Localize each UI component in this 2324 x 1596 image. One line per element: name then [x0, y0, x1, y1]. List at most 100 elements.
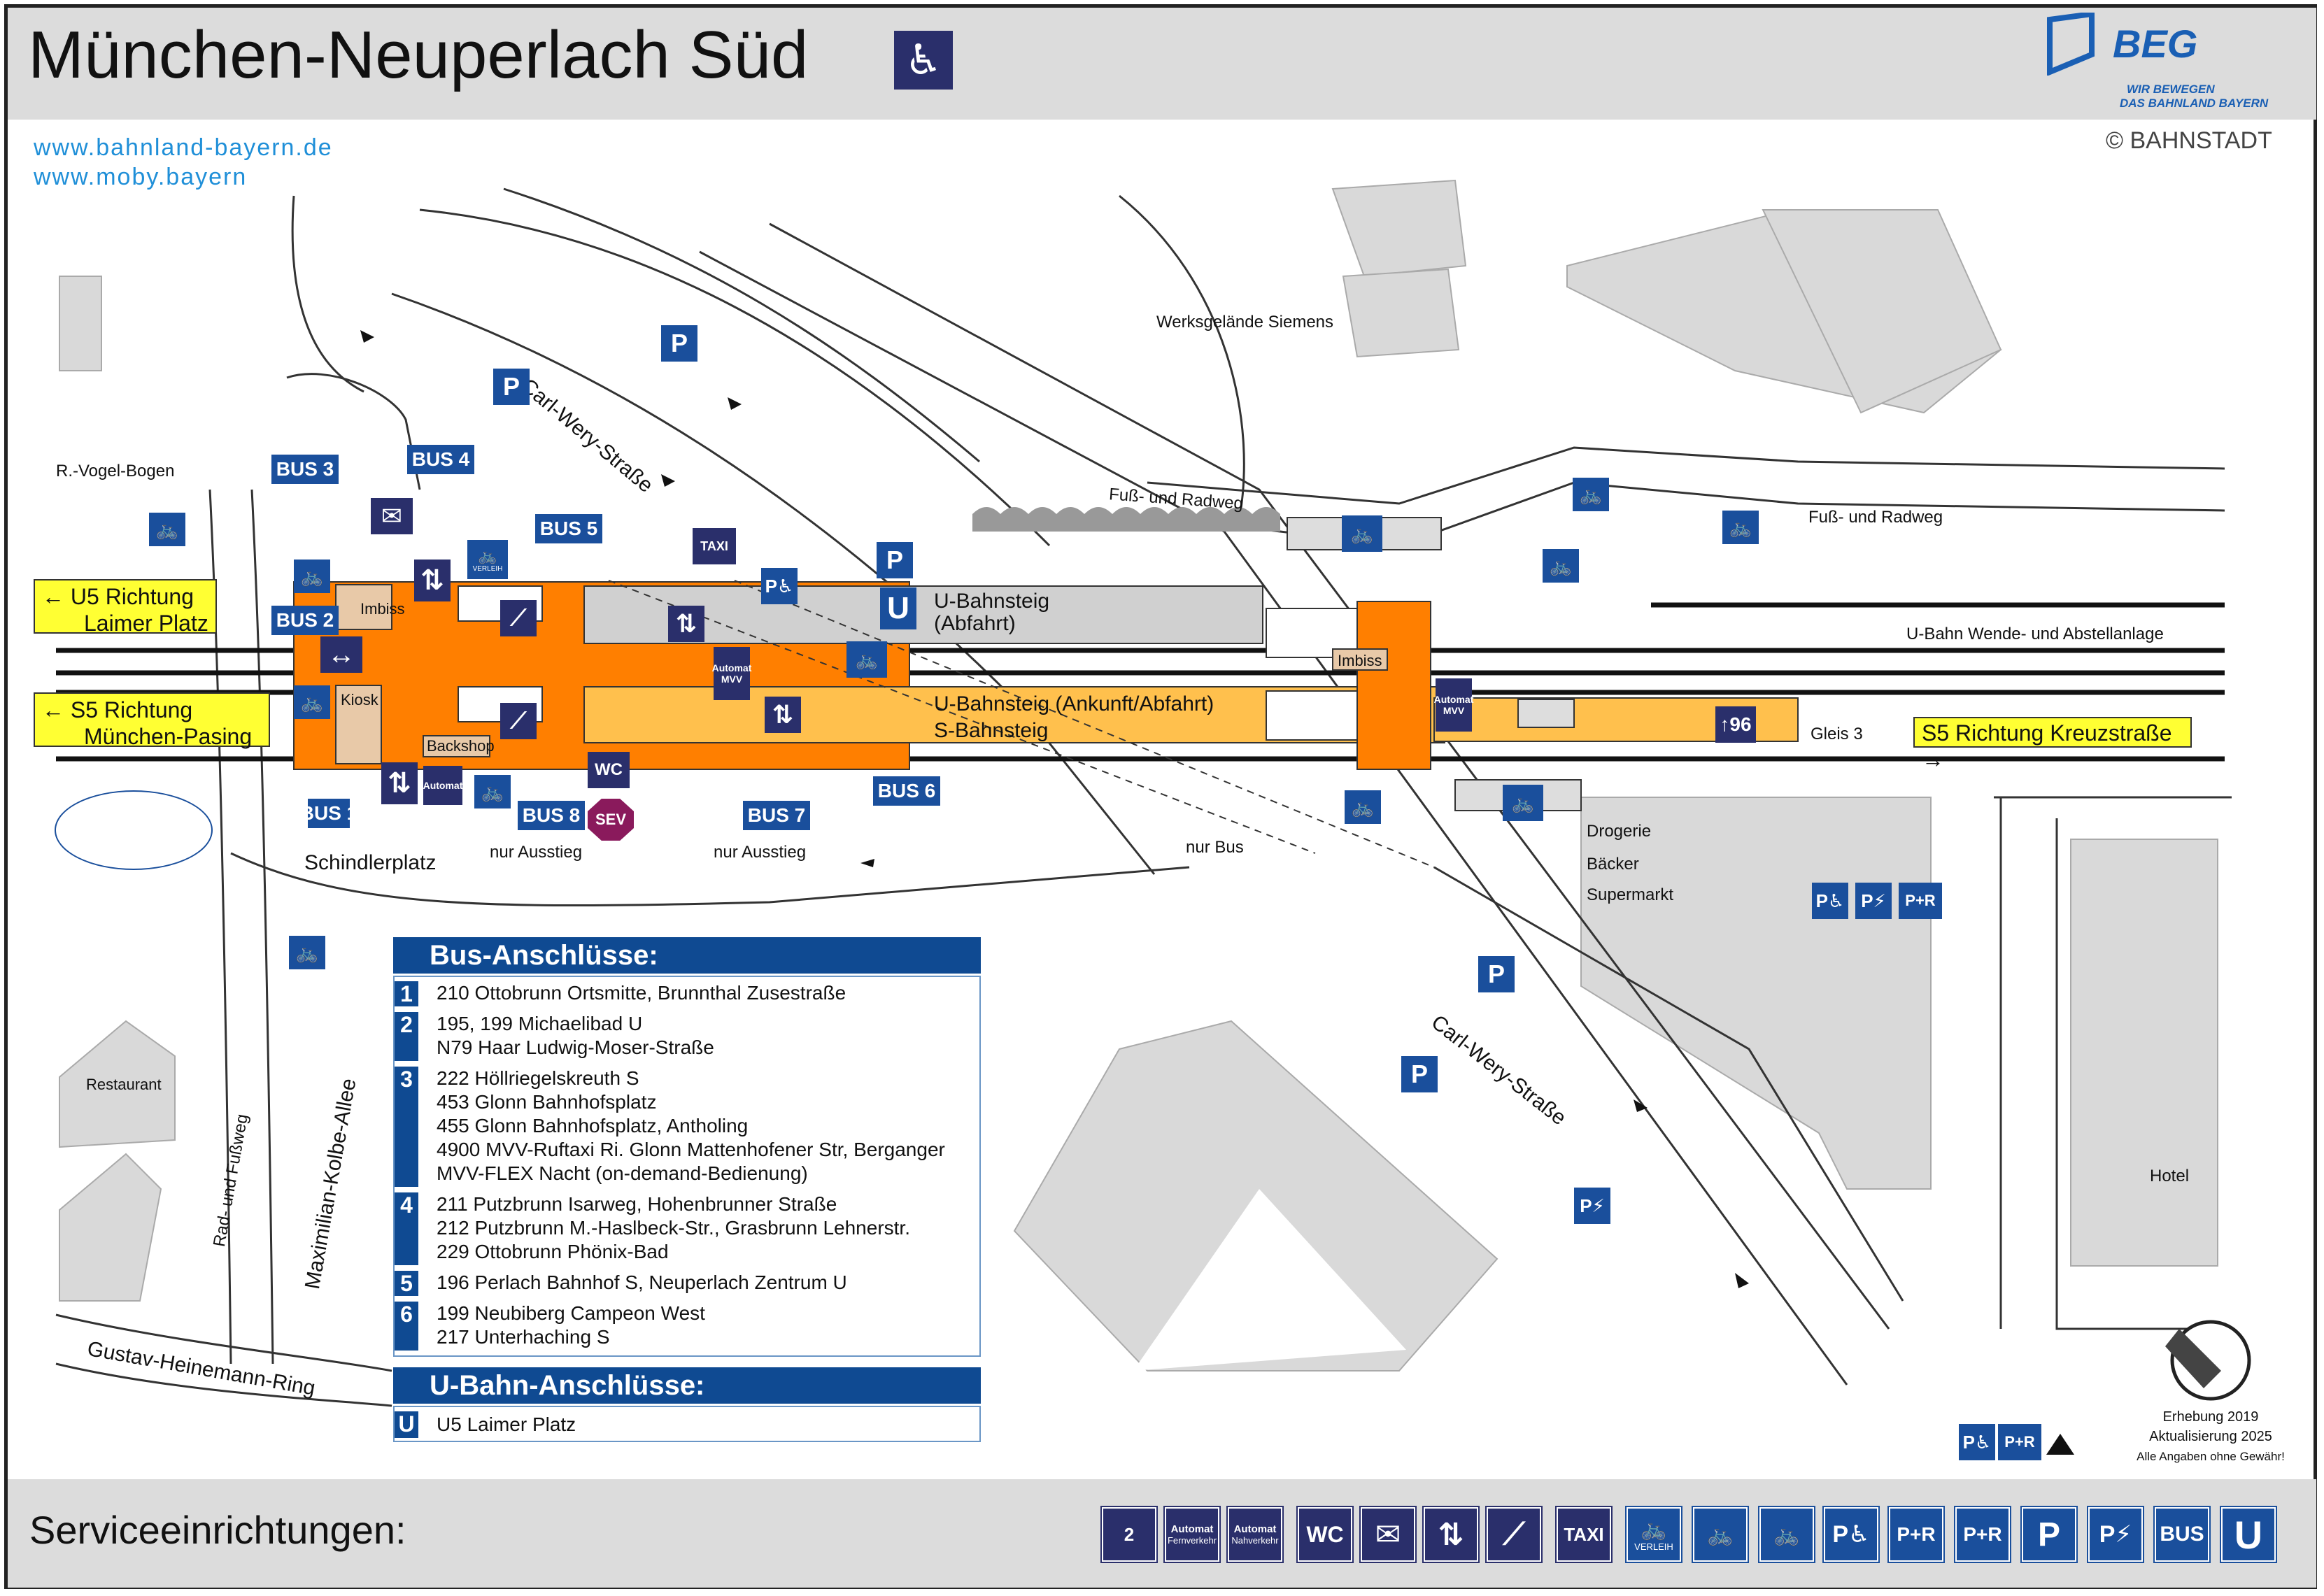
bike-rental-icon: 🚲VERLEIH — [467, 540, 508, 579]
bus-row-text: 211 Putzbrunn Isarweg, Hohenbrunner Stra… — [437, 1193, 910, 1262]
automat-label: Automat — [711, 662, 752, 674]
bike-box-icon: 🚲 — [294, 560, 330, 593]
elevator-icon: ⇅ — [668, 606, 704, 642]
automat-label: Automat — [423, 780, 463, 791]
ticket-machine-icon: 2 — [1100, 1506, 1158, 1563]
bus-stop-8[interactable]: BUS 8 — [518, 801, 585, 830]
s5-west-direction-box: ← S5 Richtung München-Pasing — [34, 692, 270, 749]
label-schindlerplatz: Schindlerplatz — [304, 851, 437, 874]
taxi-icon: TAXI — [693, 528, 736, 564]
s5-east-direction-box: S5 Richtung Kreuzstraße → — [1913, 717, 2192, 772]
accessible-parking-icon: P♿ — [1812, 883, 1848, 919]
mvv-label: MVV — [1443, 705, 1465, 716]
park-and-ride-icon: P+R — [1899, 883, 1942, 919]
bike-rental-icon: 🚲VERLEIH — [1625, 1506, 1682, 1563]
bus-stop-7[interactable]: BUS 7 — [743, 801, 810, 830]
label-backshop: Backshop — [427, 737, 495, 755]
bus-stop-5[interactable]: BUS 5 — [535, 514, 602, 543]
track-96-number: 96 — [1729, 713, 1752, 735]
bike-box-icon: 🚲 — [846, 641, 887, 678]
ubahn-table-row-1: U U5 Laimer Platz — [395, 1411, 981, 1438]
verleih-label: VERLEIH — [472, 564, 503, 573]
url-bahnland[interactable]: www.bahnland-bayern.de — [34, 134, 333, 161]
label-gleis-3: Gleis 3 — [1811, 725, 1863, 743]
parking-icon: P — [2020, 1506, 2078, 1563]
elevator-icon: ⇅ — [381, 762, 418, 804]
escalator-icon: ⟋ — [500, 600, 537, 636]
s5-west-line2: München-Pasing — [84, 724, 253, 749]
bike-parking-icon: 🚲 — [1543, 549, 1579, 583]
bus-stop-4[interactable]: BUS 4 — [407, 445, 474, 474]
bus-stop-2-number: 2 — [323, 609, 334, 631]
bus-row-number: 1 — [395, 981, 418, 1006]
bike-parking-icon: 🚲 — [474, 775, 511, 808]
ubahn-row-text: U5 Laimer Platz — [437, 1413, 576, 1435]
bike-parking-icon: 🚲 — [289, 936, 325, 969]
park-and-ride-icon: P+R — [1954, 1506, 2011, 1563]
beg-tagline-1: WIR BEWEGEN — [2127, 83, 2215, 96]
label-drogerie: Drogerie — [1587, 822, 1652, 841]
parking-icon: P — [1478, 956, 1515, 992]
bus-stop-6[interactable]: BUS 6 — [873, 776, 940, 806]
u5-direction-line1: ← U5 Richtung — [42, 584, 194, 609]
track-96-icon: ↑96 — [1715, 706, 1756, 743]
label-fuss-rad-2: Fuß- und Radweg — [1808, 508, 1943, 527]
bus-row-number: 6 — [395, 1302, 418, 1351]
bus-table-row-2: 2 195, 199 Michaelibad U N79 Haar Ludwig… — [395, 1012, 981, 1061]
label-u-bahnsteig-ankunft: U-Bahnsteig (Ankunft/Abfahrt) — [934, 692, 1214, 715]
label-nur-ausstieg-2: nur Ausstieg — [714, 843, 807, 862]
label-vogel-bogen: R.-Vogel-Bogen — [56, 462, 175, 480]
footer-title: Serviceeinrichtungen: — [29, 1508, 406, 1552]
elevator-icon: ⇅ — [1422, 1506, 1480, 1563]
bike-box-icon: 🚲 — [1692, 1506, 1749, 1563]
parking-icon: P — [1401, 1056, 1438, 1092]
bus-stop-1-number: 1 — [346, 802, 358, 824]
wc-icon: WC — [1296, 1506, 1354, 1563]
bus-stop-1[interactable]: BUS 1 — [300, 799, 357, 828]
bus-stop-6-number: 6 — [924, 780, 936, 801]
bus-stop-2[interactable]: BUS 2 — [271, 606, 339, 635]
bus-stop-5-number: 5 — [586, 518, 598, 539]
wheelchair-icon: ♿ — [894, 31, 953, 90]
park-and-ride-covered-icon: P+R — [1887, 1506, 1945, 1563]
park-and-ride-icon: P+R — [1998, 1424, 2041, 1460]
building-siemens-1 — [1331, 179, 1467, 278]
bike-box-icon: 🚲 — [1342, 515, 1382, 552]
bus-row-text: 222 Höllriegelskreuth S 453 Glonn Bahnho… — [437, 1067, 945, 1184]
survey-line-2: Aktualisierung 2025 — [2149, 1429, 2272, 1444]
parking-icon: P — [661, 325, 697, 362]
ev-charging-icon: P⚡ — [1855, 883, 1892, 919]
mvv-label: MVV — [721, 674, 743, 685]
bus-row-number: 4 — [395, 1192, 418, 1265]
label-u-bahnsteig-abfahrt-1: U-Bahnsteig — [934, 590, 1050, 613]
wc-icon: WC — [588, 752, 630, 788]
bus-row-number: 5 — [395, 1271, 418, 1296]
label-kiosk: Kiosk — [341, 691, 378, 708]
bus-row-text: 195, 199 Michaelibad U N79 Haar Ludwig-M… — [437, 1013, 714, 1058]
ubahn-row-number: U — [395, 1411, 418, 1438]
bus-stop-3[interactable]: BUS 3 — [271, 455, 339, 484]
label-restaurant: Restaurant — [86, 1076, 162, 1093]
bus-stop-7-number: 7 — [794, 804, 806, 826]
bike-box-icon: 🚲 — [294, 685, 330, 719]
kiosk-services-legend — [55, 790, 213, 870]
bus-stop-3-number: 3 — [323, 458, 334, 480]
ubahn-table: U U5 Laimer Platz — [393, 1406, 981, 1442]
label-werksgelaende: Werksgelände Siemens — [1156, 313, 1334, 332]
bike-parking-icon: 🚲 — [1345, 790, 1381, 824]
survey-line-3: Alle Angaben ohne Gewähr! — [2137, 1450, 2285, 1463]
elevator-icon: ⇅ — [414, 560, 451, 601]
copyright: © BAHNSTADT — [2106, 127, 2272, 154]
mail-icon: ✉ — [1359, 1506, 1417, 1563]
accessible-parking-icon: P♿ — [761, 568, 798, 604]
automat-label: Automat — [1433, 694, 1474, 705]
label-nur-bus: nur Bus — [1186, 838, 1244, 857]
bike-parking-icon: 🚲 — [1758, 1506, 1815, 1563]
url-moby[interactable]: www.moby.bayern — [34, 164, 248, 190]
bus-stop-4-number: 4 — [458, 448, 470, 470]
elevator-icon: ⇅ — [765, 697, 801, 733]
s5-east-line: S5 Richtung Kreuzstraße → — [1922, 720, 2172, 772]
